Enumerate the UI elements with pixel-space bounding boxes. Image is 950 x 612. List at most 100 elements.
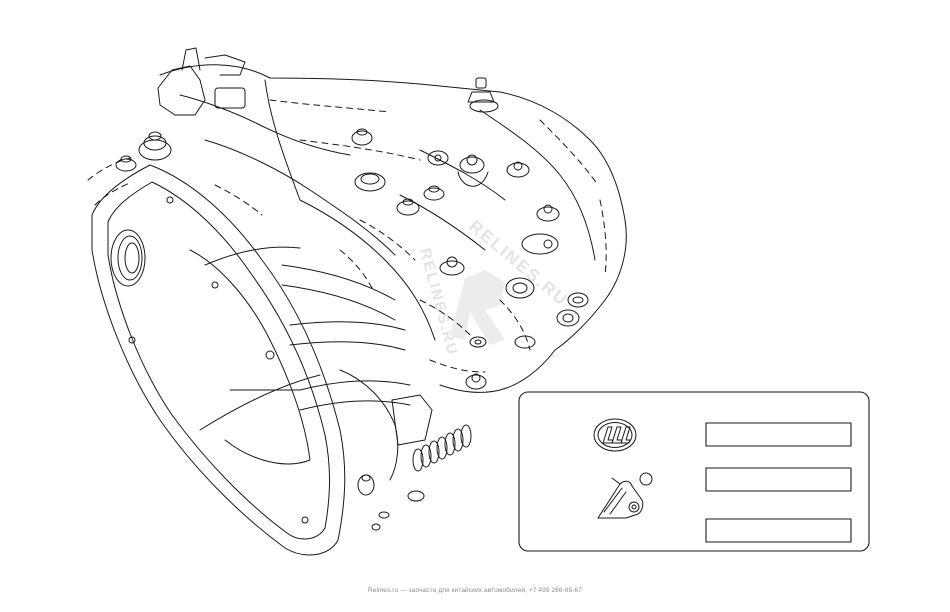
bolt-head bbox=[356, 128, 368, 136]
fitting bbox=[371, 523, 381, 531]
oil-can-cap bbox=[628, 501, 640, 513]
bolt bbox=[351, 130, 373, 146]
bolt-head bbox=[513, 161, 523, 171]
sensor-inner bbox=[512, 282, 528, 294]
plug-mid bbox=[143, 135, 167, 151]
footer-credit: Relines.ru — запчасти для китайских авто… bbox=[367, 587, 582, 594]
legend-card bbox=[518, 391, 870, 552]
detail-line bbox=[299, 139, 421, 161]
bolt-collar bbox=[457, 171, 489, 187]
body-contour-2 bbox=[179, 94, 351, 156]
flange-hole bbox=[211, 281, 219, 289]
coil-3 bbox=[428, 440, 440, 464]
body-contour-4 bbox=[299, 199, 436, 341]
logo-mark-3 bbox=[620, 426, 631, 444]
fitting bbox=[357, 474, 375, 496]
washer-inner bbox=[474, 339, 482, 345]
lifan-logo-icon bbox=[593, 418, 637, 452]
port-lower-inner bbox=[562, 313, 574, 323]
shift-block bbox=[214, 87, 246, 109]
bolt-head bbox=[402, 198, 414, 206]
sensor bbox=[505, 277, 535, 299]
body-contour-6 bbox=[419, 149, 506, 201]
output-seal bbox=[391, 394, 472, 472]
breather bbox=[467, 77, 499, 113]
detail-line bbox=[499, 299, 531, 351]
body-contour-5 bbox=[479, 109, 596, 261]
detail-line bbox=[87, 157, 131, 181]
bolt-head bbox=[428, 185, 440, 193]
detail-line bbox=[214, 184, 263, 216]
bolt-head bbox=[543, 204, 553, 214]
shift-arm bbox=[157, 65, 206, 116]
port-upper bbox=[567, 292, 589, 308]
logo-oval-inner bbox=[597, 422, 633, 448]
logo-oval-outer bbox=[593, 418, 637, 452]
rib-a bbox=[281, 264, 396, 301]
lower-ridge bbox=[339, 369, 399, 481]
rib-d bbox=[289, 341, 406, 351]
shift-linkage bbox=[204, 54, 246, 76]
oil-can-stripe bbox=[603, 487, 623, 513]
oil-can-cap-inner bbox=[631, 504, 637, 510]
rib-f bbox=[299, 400, 411, 411]
lower-fittings bbox=[357, 474, 425, 531]
port-lower bbox=[556, 309, 580, 327]
coil-4 bbox=[436, 436, 448, 460]
body-right-edge bbox=[439, 349, 556, 393]
watermark-text-2: RELINES.RU bbox=[416, 247, 461, 358]
watermark-r-mark bbox=[450, 270, 505, 345]
rib-e bbox=[299, 380, 411, 391]
bolt-small bbox=[115, 158, 137, 172]
fill-plug-left bbox=[115, 131, 172, 172]
rib-c bbox=[289, 321, 406, 331]
legend-frame bbox=[518, 391, 870, 552]
plug-top bbox=[148, 131, 162, 141]
coil-7 bbox=[460, 424, 472, 448]
coil-6 bbox=[452, 428, 464, 452]
bell-housing bbox=[91, 164, 346, 556]
bolt bbox=[439, 260, 465, 276]
seal-outer bbox=[110, 229, 146, 287]
fitting bbox=[378, 511, 390, 519]
detail-line bbox=[339, 249, 373, 289]
breather-cap bbox=[475, 77, 487, 89]
bolt-small-top bbox=[120, 155, 132, 163]
bolt-hole bbox=[434, 154, 442, 162]
sketch-details bbox=[87, 99, 607, 373]
label-field-2 bbox=[705, 467, 852, 492]
fitting-top bbox=[361, 474, 371, 482]
bell-cavity bbox=[189, 249, 311, 465]
flange-hole bbox=[265, 350, 275, 360]
cap bbox=[354, 172, 386, 192]
label-field-3 bbox=[705, 518, 852, 543]
port-side bbox=[514, 335, 536, 349]
coil-1 bbox=[412, 448, 424, 472]
body-top-edge bbox=[159, 64, 627, 351]
lug bbox=[521, 233, 559, 255]
seal-housing bbox=[391, 394, 433, 446]
washer bbox=[469, 336, 487, 348]
body-bolts bbox=[351, 128, 560, 390]
bolt bbox=[465, 374, 487, 390]
bolt bbox=[459, 156, 485, 174]
detail-line bbox=[94, 181, 133, 206]
bolt bbox=[536, 206, 560, 222]
detail-line bbox=[269, 99, 391, 113]
watermark: RELINES.RU RELINES.RU bbox=[416, 217, 572, 359]
detail-line bbox=[599, 199, 607, 276]
coil-2 bbox=[420, 444, 432, 468]
coil-5 bbox=[444, 432, 456, 456]
bolt-head bbox=[471, 373, 481, 383]
seal-mid bbox=[117, 235, 143, 281]
bell-rib-2 bbox=[204, 246, 301, 266]
gearbox-body bbox=[159, 64, 627, 481]
oil-can-spout bbox=[611, 477, 621, 485]
logo-mark-1 bbox=[602, 426, 614, 444]
detail-line bbox=[419, 299, 471, 336]
cap-inner bbox=[360, 173, 380, 185]
input-shaft-seal bbox=[110, 229, 146, 287]
oil-can-stripe-2 bbox=[609, 491, 627, 515]
